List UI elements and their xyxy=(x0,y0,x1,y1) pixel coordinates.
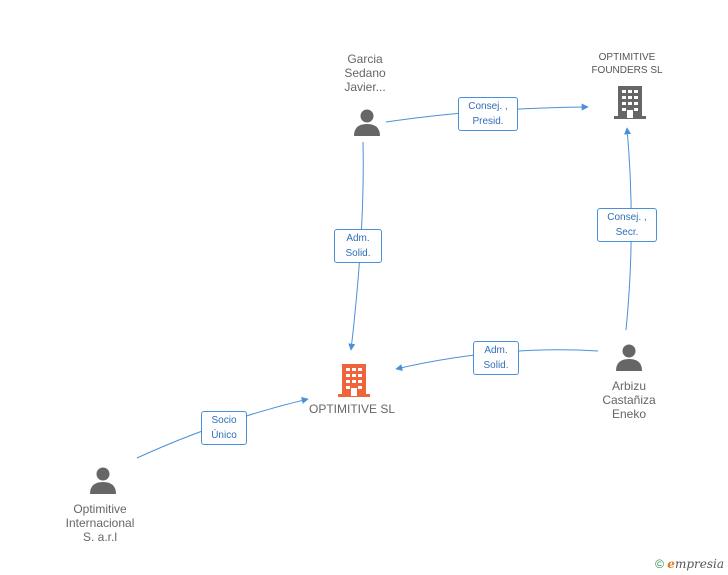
person-icon[interactable] xyxy=(614,342,644,372)
edge-label-garcia-founders[interactable]: Consej. , Presid. xyxy=(458,97,518,131)
person-icon[interactable] xyxy=(352,107,382,137)
copyright-icon: © xyxy=(655,557,664,571)
edge-label-arbizu-optimitive[interactable]: Adm. Solid. xyxy=(473,341,519,375)
node-label-internacional[interactable]: Optimitive Internacional S. a.r.l xyxy=(65,502,135,544)
building-icon[interactable] xyxy=(614,84,646,120)
node-label-founders[interactable]: OPTIMITIVE FOUNDERS SL xyxy=(591,52,663,76)
edge-label-internacional-optimitive[interactable]: Socio Único xyxy=(201,411,247,445)
person-icon[interactable] xyxy=(88,465,118,495)
building-icon[interactable] xyxy=(338,362,370,398)
edge-label-garcia-optimitive[interactable]: Adm. Solid. xyxy=(334,229,382,263)
brand-footer: © empresia xyxy=(655,557,724,571)
node-label-optimitive[interactable]: OPTIMITIVE SL xyxy=(308,402,395,416)
node-label-garcia[interactable]: Garcia Sedano Javier... xyxy=(344,52,386,94)
edge-label-arbizu-founders[interactable]: Consej. , Secr. xyxy=(597,208,657,242)
brand-logo: empresia xyxy=(667,557,724,571)
node-label-arbizu[interactable]: Arbizu Castañiza Eneko xyxy=(602,379,656,421)
